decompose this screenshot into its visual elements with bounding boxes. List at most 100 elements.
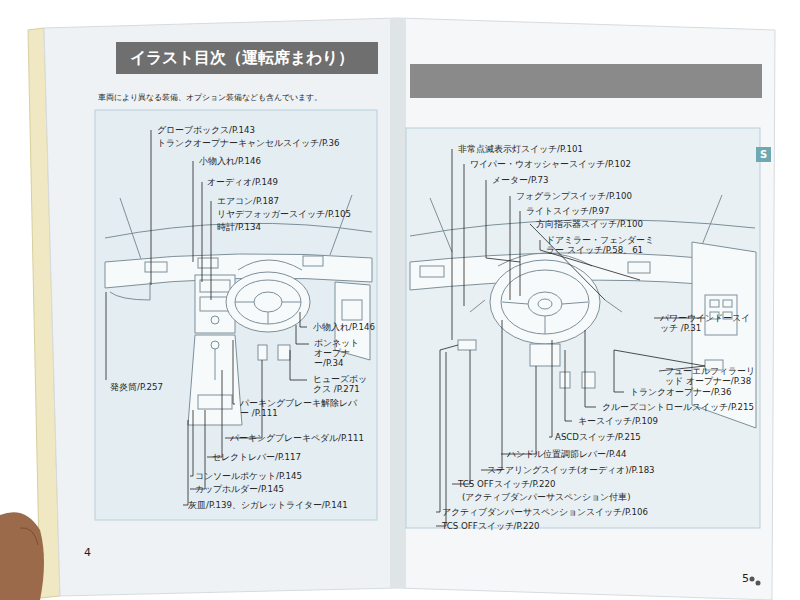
callout-label: 灰皿/P.139、シガレットライター/P.141 xyxy=(188,500,348,510)
vent xyxy=(420,266,444,277)
callout-label: ステアリングスイッチ(オーディオ)/P.183 xyxy=(487,465,655,475)
callout-label: オーディオ/P.149 xyxy=(207,177,278,187)
tab-letter: S xyxy=(760,149,767,160)
section-tab: S xyxy=(756,147,771,162)
callout-label: パーキングブレーキペダル/P.111 xyxy=(230,433,364,443)
page-title: イラスト目次（運転席まわり） xyxy=(130,48,354,69)
cup-holder xyxy=(198,395,232,409)
callout-label: 車両により異なる装備、オプション装備なども含んでいます。 xyxy=(98,92,322,102)
steering-hub xyxy=(528,292,562,316)
callout-label: セレクトレバー/P.117 xyxy=(212,452,301,462)
callout-label: ワイパー・ウオッシャースイッチ/P.102 xyxy=(470,159,631,169)
leader-line xyxy=(520,211,521,296)
callout-label: カップホルダー/P.145 xyxy=(195,484,284,494)
switch-panel xyxy=(458,340,476,350)
leader-line xyxy=(106,292,107,380)
leader-line xyxy=(290,350,307,380)
leader-line xyxy=(202,182,203,282)
callout-label: 方向指示器スイッチ/P.100 xyxy=(536,219,643,229)
finger-nail xyxy=(20,528,38,545)
callout-label: フォグランプスイッチ/P.100 xyxy=(516,191,632,201)
vent xyxy=(198,258,218,268)
leader-line xyxy=(510,196,511,300)
callout-label: ハンドル位置調節レバー/P.44 xyxy=(507,449,626,459)
callout-label: TCS OFFスイッチ/P.220 xyxy=(458,479,555,489)
callout-label: 小物入れ/P.146 xyxy=(199,156,261,166)
callout-label: トランクオープナー/P.36 xyxy=(630,387,731,397)
clock xyxy=(211,316,219,324)
callout-label: 発炎筒/P.257 xyxy=(110,382,163,392)
illustration-panel xyxy=(406,128,760,528)
leader-line xyxy=(436,345,458,512)
callout-label: キースイッチ/P.109 xyxy=(578,416,658,426)
a-pillar xyxy=(700,195,722,250)
page-dot xyxy=(750,577,755,582)
leader-line xyxy=(452,149,453,340)
leader-line xyxy=(207,370,222,457)
finger xyxy=(0,512,44,600)
callout-label: フューエルフィラーリッド オープナー/P.38 xyxy=(665,366,757,386)
illustration-panel xyxy=(95,110,377,520)
pedal xyxy=(278,345,290,360)
vent xyxy=(145,262,167,272)
a-pillar xyxy=(120,198,142,262)
title-band: イラスト目次（運転席まわり） xyxy=(116,42,378,74)
left-page xyxy=(44,18,398,596)
callout-label: 時計/P.134 xyxy=(217,222,261,232)
console xyxy=(188,335,242,425)
vent xyxy=(303,256,323,266)
right-dashboard xyxy=(410,195,756,428)
callout-label: 小物入れ/P.146 xyxy=(313,322,375,332)
callout-label: ヒューズボックス /P.271 xyxy=(313,374,375,394)
leader-line xyxy=(549,340,552,437)
book xyxy=(0,18,775,600)
callout-label: TCS OFFスイッチ/P.220 xyxy=(442,521,539,531)
select-knob xyxy=(211,341,219,349)
leader-line xyxy=(464,164,465,306)
leader-line xyxy=(296,325,309,344)
callout-label: ドアミラー・フェンダーミラー スイッチ/P.58、61 xyxy=(546,235,658,255)
gutter-shadow xyxy=(390,18,406,588)
switch xyxy=(723,300,732,307)
callout-label: コンソールポケット/P.145 xyxy=(195,471,302,481)
leader-line xyxy=(501,366,536,454)
a-pillar xyxy=(430,198,452,252)
emblem xyxy=(538,299,552,309)
callout-label: ボンネット オープナー/P.34 xyxy=(314,338,364,368)
page-number: 5 xyxy=(742,572,749,585)
a-pillar xyxy=(330,195,352,255)
leader-line xyxy=(300,312,307,327)
meter-hood xyxy=(238,260,302,270)
callout-label: ライトスイッチ/P.97 xyxy=(526,206,609,216)
leader-line xyxy=(151,130,152,285)
page-dot xyxy=(756,581,761,586)
page-number: 4 xyxy=(84,546,91,559)
callout-label: 非常点滅表示灯スイッチ/P.101 xyxy=(458,144,583,154)
stalks xyxy=(470,300,622,312)
window-switches xyxy=(342,300,362,320)
leader-line xyxy=(481,320,502,470)
callout-label: クルーズコントロールスイッチ/P.215 xyxy=(602,402,754,412)
steering-spokes xyxy=(502,302,588,334)
leader-line xyxy=(233,340,235,404)
header-band xyxy=(410,64,762,98)
leader-line xyxy=(436,352,446,526)
callout-label: ASCDスイッチ/P.215 xyxy=(555,432,641,442)
pedal xyxy=(258,345,267,360)
leader-line xyxy=(183,420,188,505)
door-panel xyxy=(692,242,756,428)
vent xyxy=(628,262,650,273)
callout-label: (アクティブダンパーサスペンション付車) xyxy=(462,492,631,502)
leader-line xyxy=(452,350,470,484)
dash-top xyxy=(410,220,755,236)
leader-line xyxy=(565,350,572,421)
steering-rim xyxy=(235,280,301,324)
aircon-unit xyxy=(200,297,230,311)
leader-lines xyxy=(106,130,705,526)
callout-label: アクティブダンパーサスペンションスイッチ/P.106 xyxy=(442,507,648,517)
switch xyxy=(710,300,719,307)
steering-wheel xyxy=(226,272,310,332)
select-lever xyxy=(215,345,216,380)
leader-line xyxy=(211,201,212,300)
